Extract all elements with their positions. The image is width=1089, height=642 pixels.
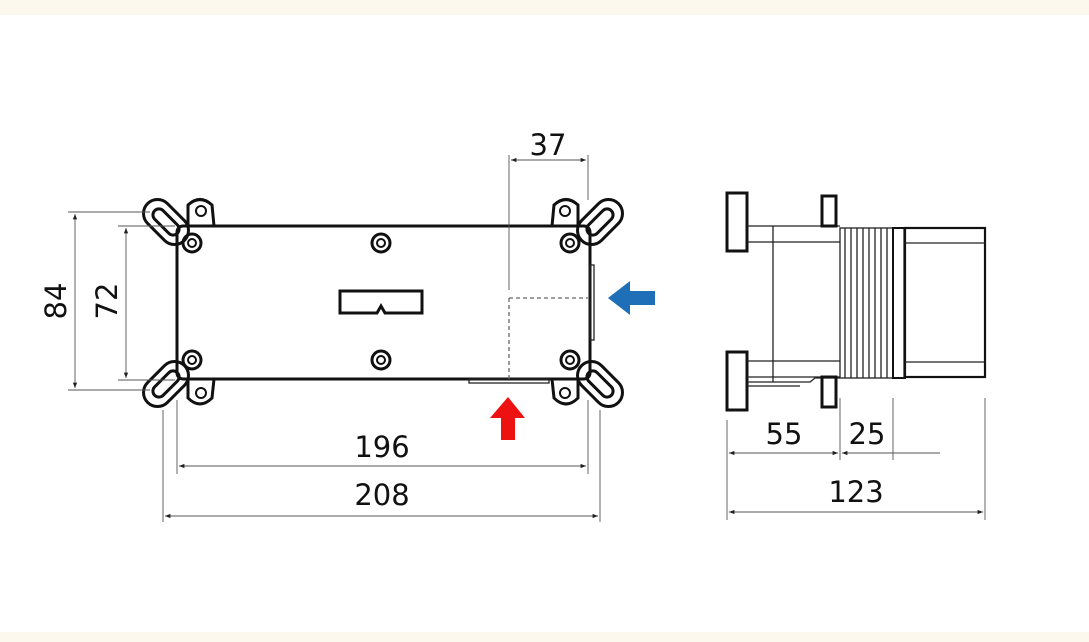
side-outlet bbox=[589, 264, 595, 341]
dim-25: 25 bbox=[849, 417, 886, 451]
top-band bbox=[0, 0, 1089, 15]
dim-196: 196 bbox=[354, 430, 409, 464]
dim-72: 72 bbox=[90, 283, 124, 320]
bottom-band bbox=[0, 632, 1089, 642]
side-dimensions: 55 25 123 bbox=[726, 398, 986, 520]
dim-37: 37 bbox=[530, 128, 567, 162]
mounting-ear bbox=[136, 192, 630, 414]
dim-123: 123 bbox=[828, 475, 883, 509]
screws bbox=[181, 232, 581, 371]
center-slot bbox=[338, 289, 424, 315]
front-view bbox=[136, 192, 630, 414]
cold-inlet-arrow-icon bbox=[608, 281, 655, 315]
hot-inlet-arrow-icon bbox=[490, 397, 525, 440]
dim-55: 55 bbox=[766, 417, 803, 451]
dim-84: 84 bbox=[39, 283, 73, 320]
thread-lines bbox=[844, 228, 894, 378]
hidden-outlet-line bbox=[508, 297, 588, 379]
dim-208: 208 bbox=[354, 478, 409, 512]
front-dimensions: 84 72 196 208 37 bbox=[39, 128, 601, 522]
bottom-inlet bbox=[468, 378, 550, 384]
side-view bbox=[725, 191, 987, 412]
